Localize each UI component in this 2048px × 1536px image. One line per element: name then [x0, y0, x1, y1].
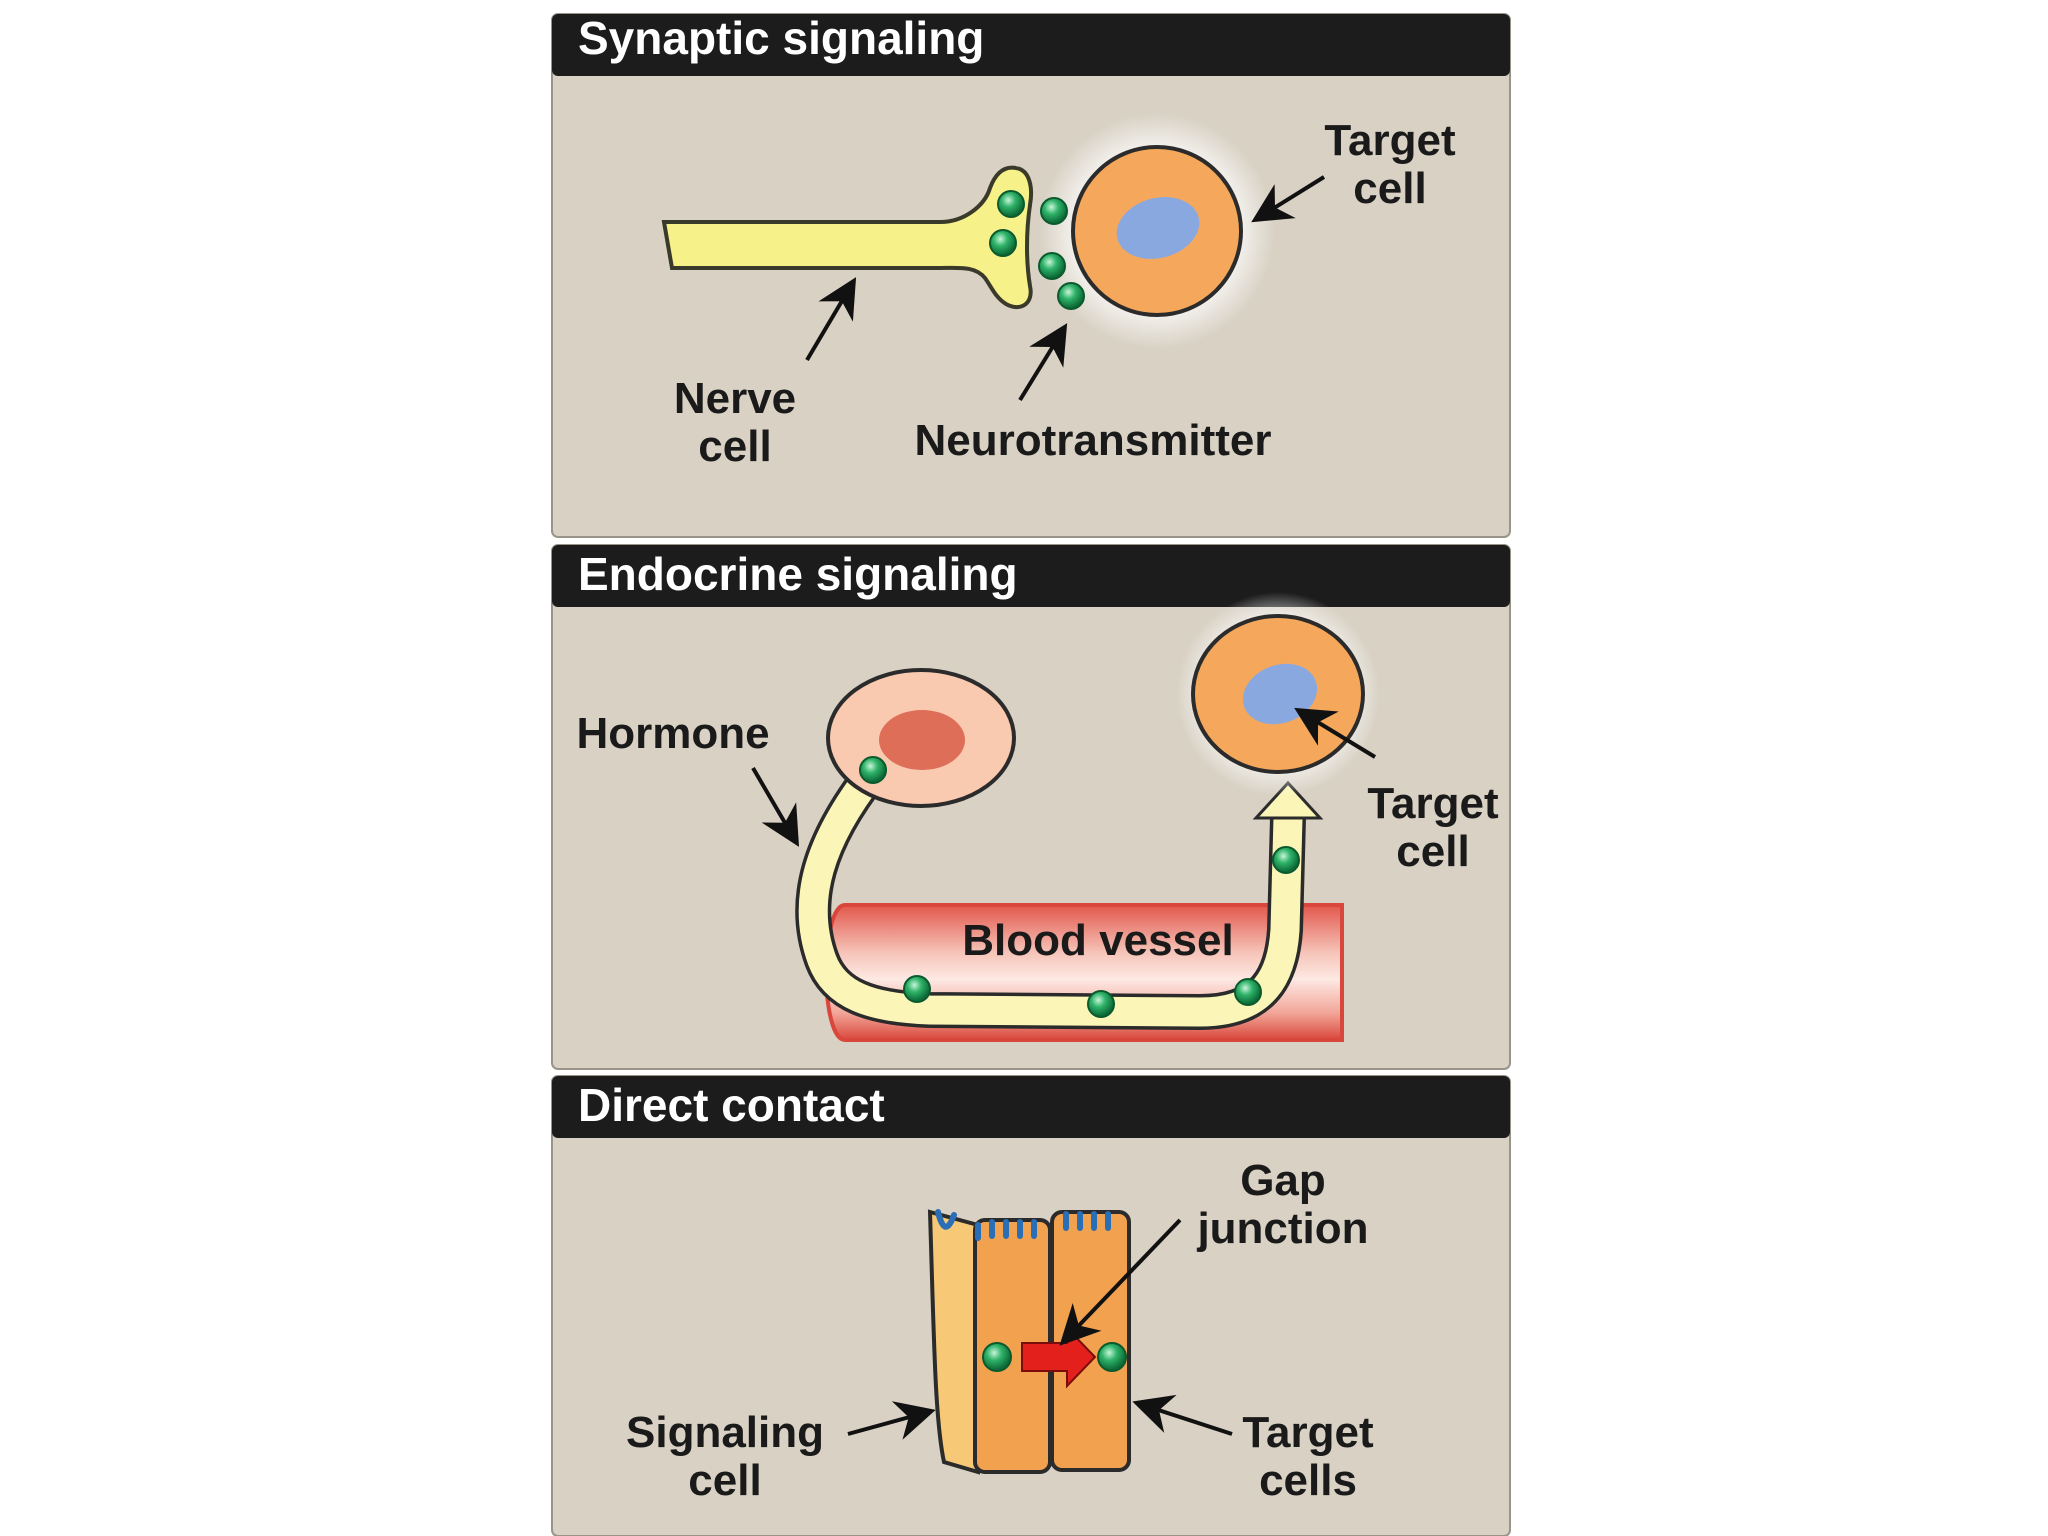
panel-header — [552, 1076, 1510, 1138]
target-cell-label-line1: Target — [1324, 116, 1456, 165]
neurotransmitter-label: Neurotransmitter — [915, 416, 1272, 465]
panel-synaptic: Synaptic signaling Target cell Nerve cel… — [551, 12, 1511, 538]
molecule — [1057, 282, 1085, 310]
panel-title: Direct contact — [578, 1079, 885, 1131]
target-cells-arrow — [1132, 1394, 1233, 1436]
target-cells-label-line2: cells — [1259, 1456, 1357, 1505]
target-cell-arrow — [1251, 175, 1326, 223]
nerve-cell-label-line1: Nerve — [674, 374, 796, 423]
target-cell-column — [1050, 1210, 1131, 1472]
molecule — [1040, 197, 1068, 225]
molecule — [903, 975, 931, 1003]
panel-direct-contact: Direct contact Gap junction Signaling ce… — [551, 1075, 1511, 1536]
panel-title: Endocrine signaling — [578, 548, 1018, 600]
molecule — [859, 756, 887, 784]
hormone-molecules — [859, 756, 1300, 1018]
hormone-arrow — [751, 766, 800, 847]
target-nucleus — [1116, 197, 1200, 259]
nerve-cell — [661, 165, 1034, 310]
molecule — [1038, 252, 1066, 280]
pathway-arrowhead — [1252, 780, 1324, 820]
signaling-cell-label-line1: Signaling — [626, 1408, 824, 1457]
gap-junction-label-line1: Gap — [1240, 1156, 1326, 1205]
hormone-cell-nucleus — [879, 710, 965, 770]
signaling-cell-arrow — [847, 1401, 936, 1440]
signaling-cell-side — [927, 1209, 980, 1475]
panel-endocrine: Endocrine signaling Hormone Targe — [551, 544, 1511, 1070]
signal-molecule — [982, 1342, 1012, 1372]
nerve-cell-label-line2: cell — [698, 422, 771, 471]
microvilli — [935, 1209, 1111, 1241]
molecule — [1272, 846, 1300, 874]
hormone-label: Hormone — [576, 709, 769, 758]
panel-title: Synaptic signaling — [578, 12, 984, 64]
signal-molecule — [1097, 1342, 1127, 1372]
neurotransmitter-molecules — [989, 190, 1085, 310]
target-cell-label-line2: cell — [1353, 164, 1426, 213]
molecule — [989, 229, 1017, 257]
molecule — [997, 190, 1025, 218]
gap-junction-label-line2: junction — [1196, 1204, 1368, 1253]
target-cell-arrow — [1294, 707, 1377, 759]
target-cell-label-line1: Target — [1367, 779, 1499, 828]
molecule — [1234, 978, 1262, 1006]
neurotransmitter-arrow — [1018, 323, 1068, 402]
hormone-pathway-fill — [798, 758, 1303, 1027]
gap-junction-arrow — [1059, 1218, 1182, 1346]
nerve-cell-arrow — [805, 277, 857, 362]
target-cell-label-line2: cell — [1396, 827, 1469, 876]
target-cells-label-line1: Target — [1242, 1408, 1374, 1457]
molecule — [1087, 990, 1115, 1018]
signaling-cell-label-line2: cell — [688, 1456, 761, 1505]
panel-header — [552, 14, 1510, 76]
panel-header — [552, 545, 1510, 607]
blood-vessel-label: Blood vessel — [962, 916, 1233, 965]
